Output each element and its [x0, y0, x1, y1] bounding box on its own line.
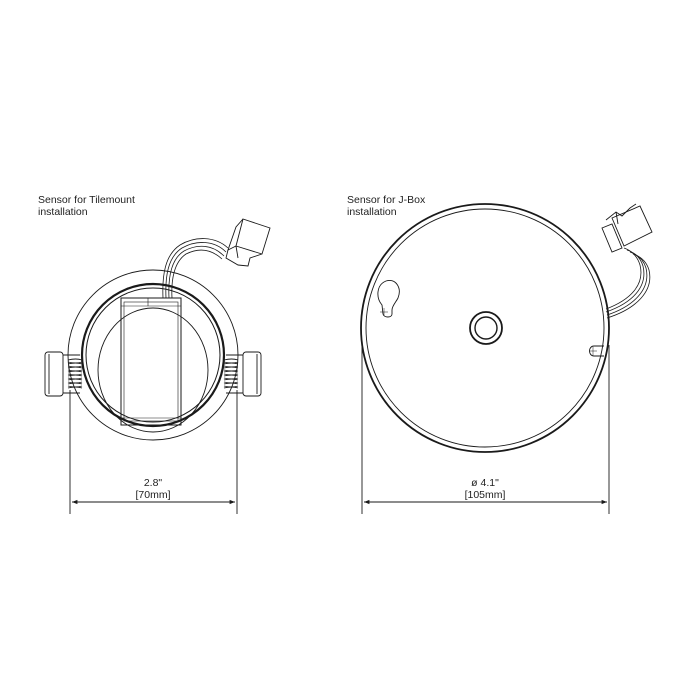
jbox-dimension-label: ø 4.1" [105mm] — [440, 477, 530, 501]
jbox-dimension-metric: [105mm] — [464, 489, 506, 501]
tilemount-dimension-metric: [70mm] — [135, 489, 171, 501]
jbox-connector — [601, 203, 653, 253]
jbox-side-slot — [589, 345, 604, 357]
tilemount-sensor-drawing — [44, 218, 271, 514]
tilemount-connector — [225, 218, 271, 267]
tilemount-caption-line1: Sensor for Tilemount — [38, 194, 135, 206]
jbox-caption: Sensor for J-Box installation — [347, 194, 425, 218]
tilemount-caption: Sensor for Tilemount installation — [38, 194, 135, 218]
jbox-dimension-imperial: ø 4.1" — [471, 477, 499, 489]
tilemount-left-clip — [44, 351, 83, 397]
tilemount-dimension-imperial: 2.8" — [143, 477, 163, 489]
jbox-caption-line2: installation — [347, 206, 397, 218]
tilemount-right-clip — [223, 351, 262, 397]
jbox-sensor-drawing — [360, 203, 653, 514]
jbox-caption-line1: Sensor for J-Box — [347, 194, 426, 206]
tilemount-caption-line2: installation — [38, 206, 88, 218]
jbox-keyhole-icon — [377, 280, 400, 318]
tilemount-dimension-label: 2.8" [70mm] — [110, 477, 196, 501]
